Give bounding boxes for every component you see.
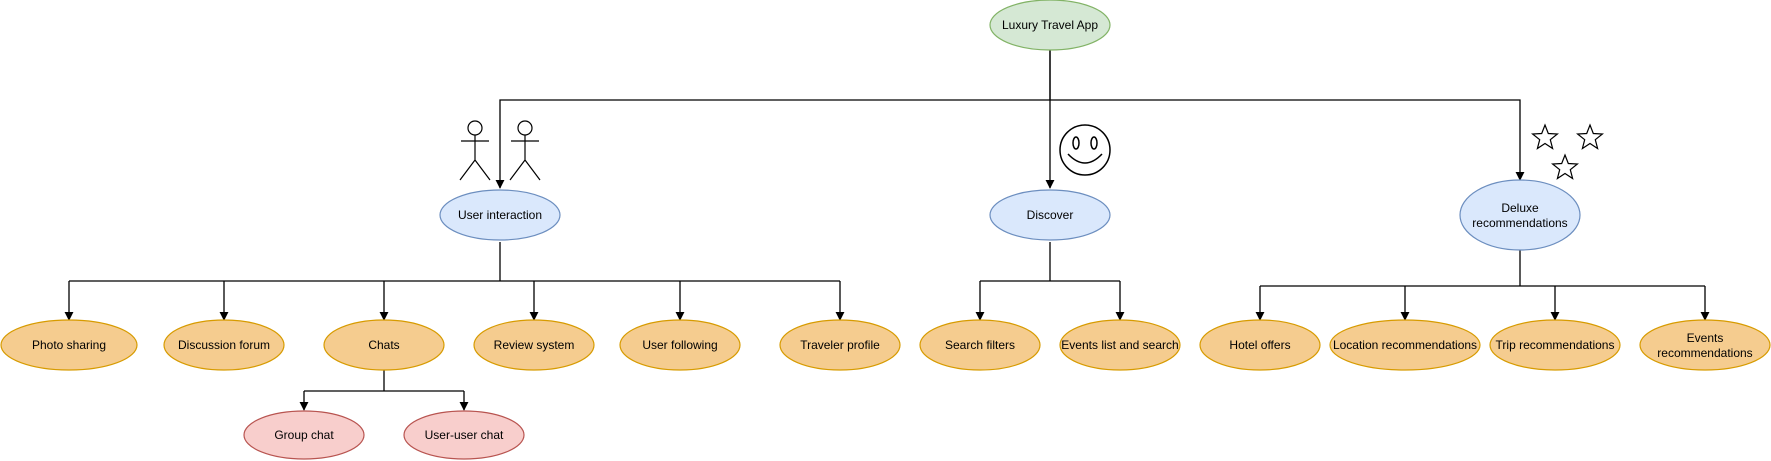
connectors (64, 50, 1710, 411)
sub-feature-group-chat-label: Group chat (274, 428, 334, 442)
sub-feature-group-chat: Group chat (243, 410, 365, 460)
feature-events-list-and-search: Events list and search (1059, 319, 1181, 371)
feature-events-list-and-search-label: Events list and search (1061, 338, 1178, 352)
category-user-interaction-label: User interaction (458, 208, 542, 222)
feature-chats: Chats (323, 319, 445, 371)
feature-user-following-label: User following (642, 338, 717, 352)
three-stars-icon (1531, 123, 1604, 180)
feature-discussion-forum: Discussion forum (163, 319, 285, 371)
feature-traveler-profile: Traveler profile (779, 319, 901, 371)
feature-location-recommendations-label: Location recommendations (1333, 338, 1477, 352)
category-user-interaction: User interaction (439, 189, 561, 241)
feature-user-following: User following (619, 319, 741, 371)
two-stick-figures-icon (459, 120, 541, 181)
category-discover: Discover (989, 189, 1111, 241)
feature-chats-label: Chats (368, 338, 399, 352)
feature-trip-recommendations-label: Trip recommendations (1496, 338, 1615, 352)
feature-review-system-label: Review system (494, 338, 575, 352)
sub-feature-user-user-chat-label: User-user chat (425, 428, 504, 442)
feature-traveler-profile-label: Traveler profile (800, 338, 880, 352)
feature-location-recommendations: Location recommendations (1329, 319, 1481, 371)
feature-hotel-offers: Hotel offers (1199, 319, 1321, 371)
sub-feature-user-user-chat: User-user chat (403, 410, 525, 460)
feature-photo-sharing: Photo sharing (0, 319, 138, 371)
feature-hotel-offers-label: Hotel offers (1229, 338, 1290, 352)
feature-photo-sharing-label: Photo sharing (32, 338, 106, 352)
feature-search-filters-label: Search filters (945, 338, 1015, 352)
category-discover-label: Discover (1027, 208, 1074, 222)
connector-root-to-user-interaction (495, 50, 1051, 189)
connector-root-to-deluxe (1050, 99, 1525, 181)
feature-discussion-forum-label: Discussion forum (178, 338, 270, 352)
feature-review-system: Review system (473, 319, 595, 371)
root-node: Luxury Travel App (989, 0, 1111, 51)
feature-trip-recommendations: Trip recommendations (1489, 319, 1621, 371)
root-node-label: Luxury Travel App (1002, 18, 1098, 32)
feature-search-filters: Search filters (919, 319, 1041, 371)
smiley-face-icon (1059, 124, 1111, 176)
